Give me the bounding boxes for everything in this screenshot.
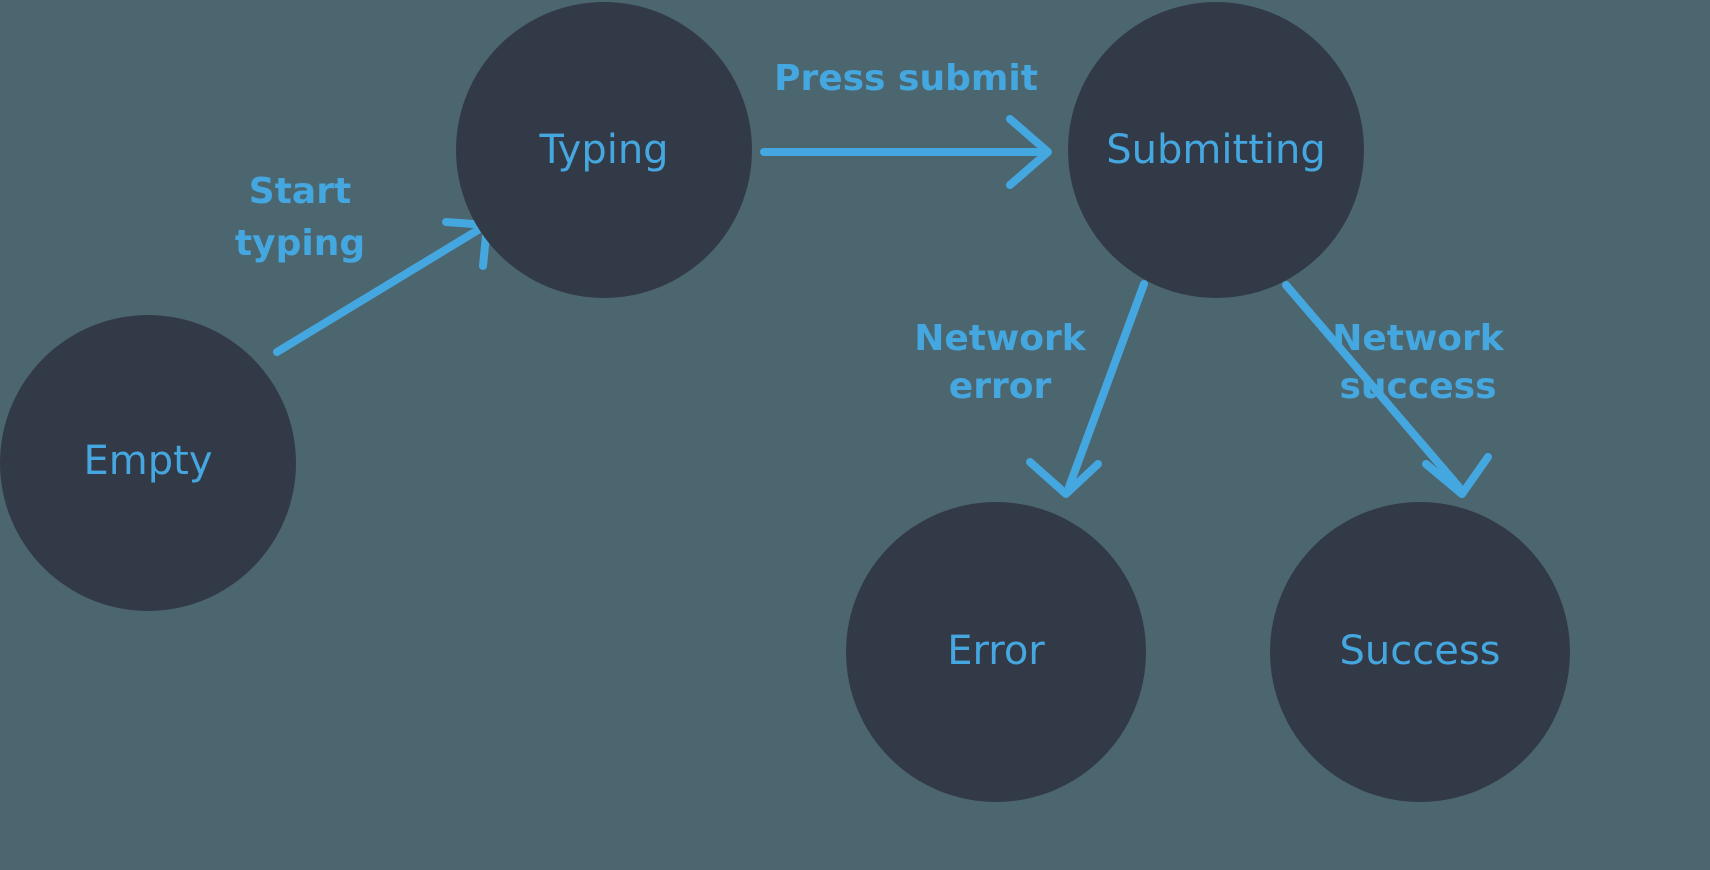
state-node-success[interactable]: Success — [1270, 502, 1570, 802]
edge-label-line: Network — [914, 318, 1086, 359]
node-circle — [456, 2, 752, 298]
edges-layer — [273, 115, 1492, 498]
edge-line — [1282, 281, 1463, 491]
arrowhead-icon — [1006, 115, 1052, 189]
edge-submitting-to-error[interactable] — [1026, 280, 1148, 498]
nodes-layer: Empty Typing Submitting Error Success — [0, 2, 1570, 802]
edge-label-line: success — [1339, 366, 1496, 407]
node-circle — [1068, 2, 1364, 298]
edge-submitting-to-success[interactable] — [1282, 281, 1492, 498]
state-node-error[interactable]: Error — [846, 502, 1146, 802]
edge-label-network-error: Network error — [914, 318, 1086, 407]
edge-label-line: Start — [249, 171, 351, 212]
edge-label-line: Press submit — [774, 58, 1038, 99]
node-label: Typing — [538, 127, 668, 173]
node-label: Success — [1339, 628, 1500, 674]
edge-typing-to-submitting[interactable] — [760, 115, 1052, 189]
node-label: Error — [947, 628, 1045, 674]
state-node-empty[interactable]: Empty — [0, 315, 296, 611]
node-circle — [0, 315, 296, 611]
state-node-submitting[interactable]: Submitting — [1068, 2, 1364, 298]
edge-label-line: Network — [1332, 318, 1504, 359]
edge-line — [273, 223, 487, 356]
node-label: Empty — [84, 438, 213, 484]
edge-label-line: typing — [235, 223, 365, 264]
arrowhead-icon — [1026, 458, 1102, 498]
edge-label-network-success: Network success — [1332, 318, 1504, 407]
edge-label-line: error — [949, 366, 1052, 407]
arrowhead-icon — [1422, 453, 1492, 498]
edge-label-press-submit: Press submit — [774, 58, 1038, 99]
state-node-typing[interactable]: Typing — [456, 2, 752, 298]
node-circle — [1270, 502, 1570, 802]
node-label: Submitting — [1106, 127, 1325, 173]
edge-label-start-typing: Start typing — [235, 171, 365, 264]
edge-labels-layer: Start typing Press submit Network error Ne… — [235, 58, 1505, 407]
node-circle — [846, 502, 1146, 802]
edge-line — [1065, 280, 1148, 491]
